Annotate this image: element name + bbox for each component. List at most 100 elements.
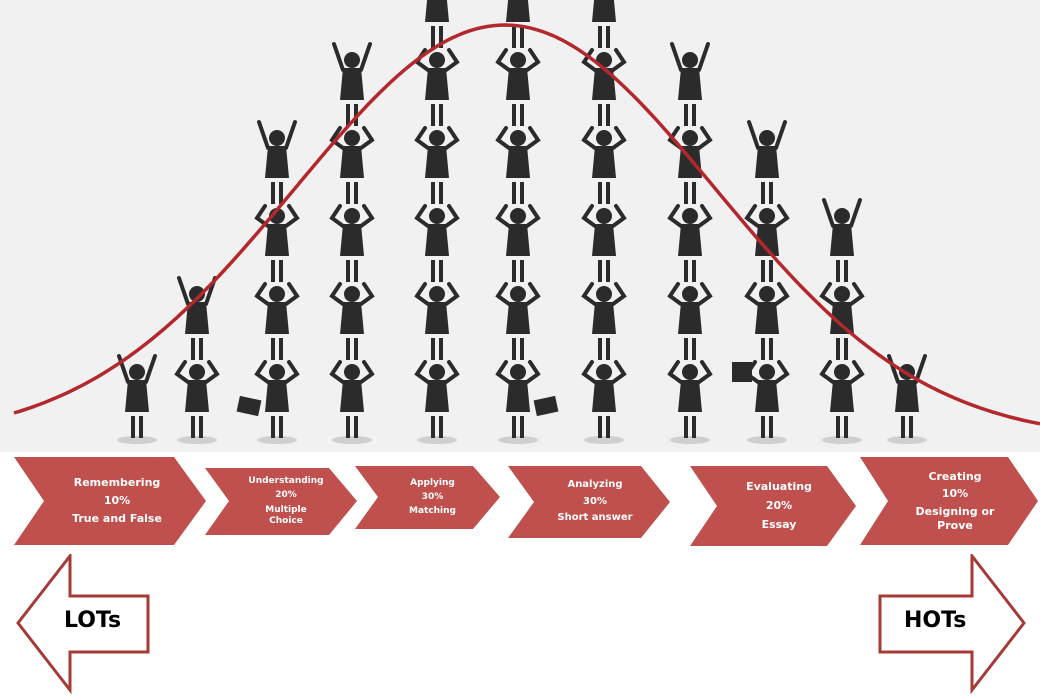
cheerleader-figure (581, 48, 627, 126)
question-type: Matching (408, 506, 456, 517)
cheerleader-figure (506, 0, 530, 48)
cheerleader-figure (414, 204, 460, 282)
chevron-evaluating: Evaluating 20% Essay (690, 466, 856, 546)
cheerleader-figure (747, 120, 787, 204)
hots-arrow (878, 554, 1026, 694)
cheerleader-figure (819, 360, 865, 438)
level-name: Analyzing (567, 479, 623, 491)
cheerleader-figure (667, 204, 713, 282)
chevron-remembering: Remembering 10% True and False (14, 457, 206, 545)
level-percent: 20% (275, 490, 297, 501)
right-arrow-shape (878, 554, 1026, 694)
book-icon (732, 362, 752, 382)
figure-stack (329, 42, 375, 444)
level-percent: 30% (421, 491, 444, 502)
cheerleader-figure (329, 360, 375, 438)
cheerleader-figure (819, 282, 865, 360)
figure-stack (819, 198, 865, 444)
figure-stack (887, 354, 927, 444)
cheerleader-pyramids (117, 0, 927, 444)
level-name: Understanding (248, 476, 324, 486)
floor-shadow (822, 436, 862, 444)
cheerleader-figure (329, 204, 375, 282)
level-percent: 20% (765, 499, 793, 513)
chevron-creating: Creating 10% Designing or Prove (860, 457, 1038, 545)
question-type: Multiple Choice (265, 504, 307, 526)
cheerleader-figure (329, 126, 375, 204)
chevron-shape (14, 457, 206, 545)
cheerleader-figure (670, 42, 710, 126)
figure-stack (254, 120, 300, 444)
cheerleader-figure (414, 360, 460, 438)
figure-stack (117, 354, 157, 444)
level-percent: 10% (103, 494, 131, 508)
lots-label: LOTs (64, 608, 122, 633)
figure-stack (495, 0, 541, 444)
question-type: Designing or Prove (915, 505, 995, 532)
chevron-shape (355, 466, 500, 529)
cheerleader-figure (414, 282, 460, 360)
level-percent: 10% (941, 487, 969, 501)
figure-stack (667, 42, 713, 444)
cheerleader-figure (495, 204, 541, 282)
briefcase-icon (236, 395, 262, 417)
cheerleader-figure (332, 42, 372, 126)
floor-shadow (498, 436, 538, 444)
level-name: Remembering (73, 476, 161, 490)
floor-shadow (257, 436, 297, 444)
level-name: Creating (928, 469, 982, 483)
question-type: Short answer (557, 512, 633, 524)
bell-curve (13, 23, 1040, 426)
floor-shadow (887, 436, 927, 444)
cheerleader-figure (174, 360, 220, 438)
chevron-shape (508, 466, 670, 538)
chevron-shape (205, 468, 357, 535)
cheerleader-figure (581, 204, 627, 282)
figure-stack (414, 0, 460, 444)
chevron-shape (860, 457, 1038, 545)
figure-stack (581, 0, 627, 444)
figure-stack (744, 120, 790, 444)
floor-shadow (332, 436, 372, 444)
cheerleader-figure (744, 282, 790, 360)
cheerleader-figure (822, 198, 862, 282)
cheerleader-figure (495, 126, 541, 204)
cheerleader-figure (667, 282, 713, 360)
chevron-applying: Applying 30% Matching (355, 466, 500, 529)
chevron-analyzing: Analyzing 30% Short answer (508, 466, 670, 538)
cheerleader-figure (495, 282, 541, 360)
cheerleader-figure (887, 354, 927, 438)
floor-shadow (747, 436, 787, 444)
question-type: True and False (72, 511, 162, 525)
lots-arrow (16, 554, 150, 694)
cheerleader-figure (744, 360, 790, 438)
hots-label: HOTs (904, 608, 967, 633)
cheerleader-figure (744, 204, 790, 282)
cheerleader-figure (581, 282, 627, 360)
cheerleader-figure (425, 0, 449, 48)
cheerleader-figure (117, 354, 157, 438)
question-type: Essay (761, 517, 797, 531)
cheerleader-figure (581, 360, 627, 438)
cheerleader-figure (329, 282, 375, 360)
floor-shadow (584, 436, 624, 444)
cheerleader-figure (414, 126, 460, 204)
figure-stack (174, 276, 220, 444)
cheerleader-figure (581, 126, 627, 204)
floor-shadow (417, 436, 457, 444)
briefcase-icon (533, 395, 559, 417)
cheerleader-figure (592, 0, 616, 48)
cheerleader-figure (495, 360, 541, 438)
cheerleader-figure (495, 48, 541, 126)
level-name: Evaluating (746, 480, 812, 494)
chevron-shape (690, 466, 856, 546)
cheerleader-figure (667, 360, 713, 438)
floor-shadow (670, 436, 710, 444)
floor-shadow (117, 436, 157, 444)
cheerleader-figure (257, 120, 297, 204)
cheerleader-figure (254, 360, 300, 438)
left-arrow-shape (16, 554, 150, 694)
cheerleader-figure (254, 282, 300, 360)
